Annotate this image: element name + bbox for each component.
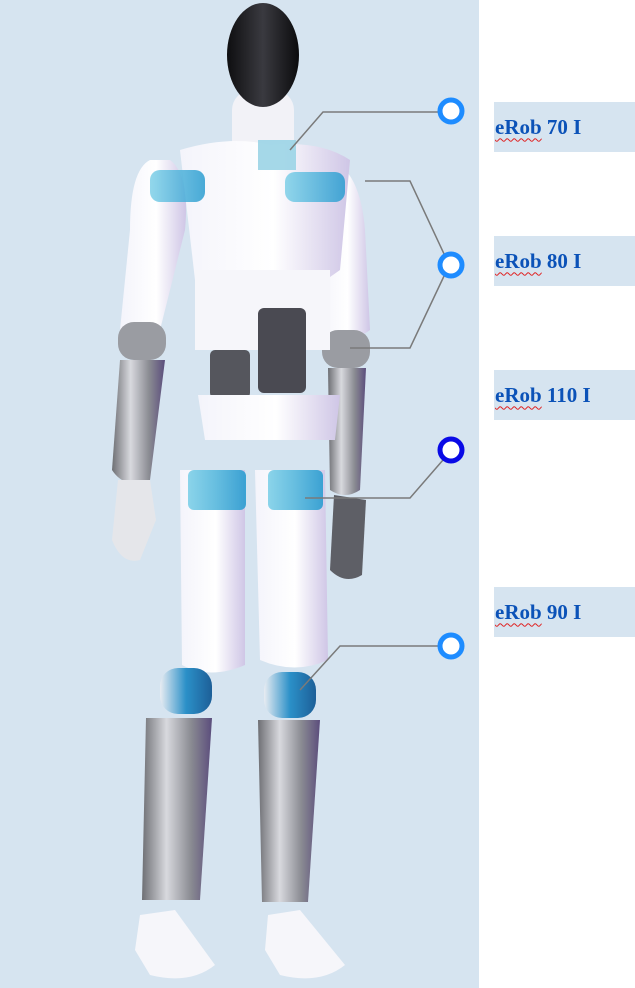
leader-line-erob-80-elbow [350, 273, 446, 349]
label-brand: eRob [495, 248, 542, 273]
robot-feet [135, 910, 345, 979]
callout-label-erob-110: eRob 110 I [494, 370, 635, 420]
marker-erob-70[interactable] [437, 97, 465, 125]
leader-line-erob-90 [299, 645, 439, 691]
robot-head [227, 3, 299, 160]
robot-left-arm [112, 160, 186, 561]
robot-knees [160, 668, 316, 718]
leader-line-erob-110 [305, 459, 444, 499]
robot-shins [142, 718, 320, 902]
robot-illustration-panel [0, 0, 479, 988]
marker-erob-110[interactable] [437, 436, 465, 464]
label-brand: eRob [495, 382, 542, 407]
label-brand: eRob [495, 599, 542, 624]
label-model: 90 I [546, 599, 582, 624]
label-model: 80 I [546, 248, 582, 273]
callout-label-erob-90: eRob 90 I [494, 587, 635, 637]
robot-torso [150, 140, 350, 440]
leader-lines [289, 111, 446, 691]
marker-erob-80[interactable] [437, 251, 465, 279]
label-model: 70 I [546, 114, 582, 139]
callout-label-erob-80: eRob 80 I [494, 236, 635, 286]
leader-line-erob-80-shoulder [365, 180, 446, 257]
leader-line-erob-70 [289, 111, 440, 151]
label-brand: eRob [495, 114, 542, 139]
marker-erob-90[interactable] [437, 632, 465, 660]
robot-illustration [112, 3, 465, 979]
callout-label-erob-70: eRob 70 I [494, 102, 635, 152]
robot-legs-upper [180, 470, 328, 673]
label-model: 110 I [546, 382, 591, 407]
